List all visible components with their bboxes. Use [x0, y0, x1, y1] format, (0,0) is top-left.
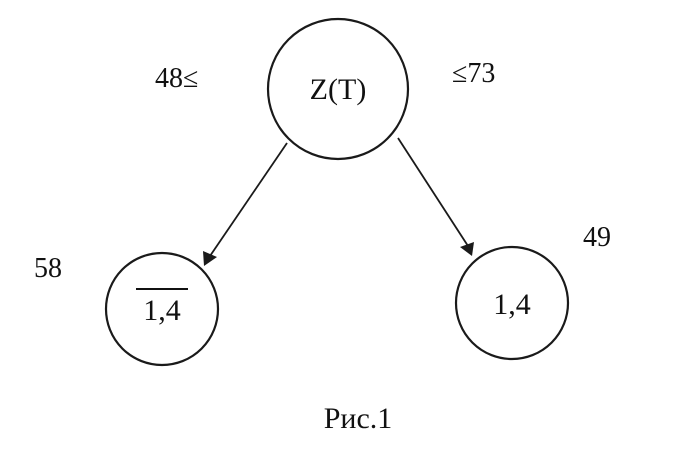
arrowhead-right: [460, 242, 474, 256]
right-child-label: 1,4: [493, 288, 531, 321]
root-right-bound: ≤73: [452, 58, 495, 89]
root-left-bound: 48≤: [155, 63, 198, 94]
edge-root-to-right: [397, 137, 474, 256]
root-node: Z(T): [266, 17, 410, 161]
edge-root-to-left: [203, 142, 288, 266]
figure-caption: Рис.1: [324, 402, 393, 435]
root-node-label: Z(T): [310, 73, 367, 106]
arrowhead-left: [203, 251, 217, 266]
left-child-node: 1,4: [104, 251, 220, 367]
right-child-node: 1,4: [454, 245, 570, 361]
right-child-value: 49: [583, 222, 611, 253]
left-child-label: 1,4: [143, 294, 181, 327]
left-child-value: 58: [34, 253, 62, 284]
